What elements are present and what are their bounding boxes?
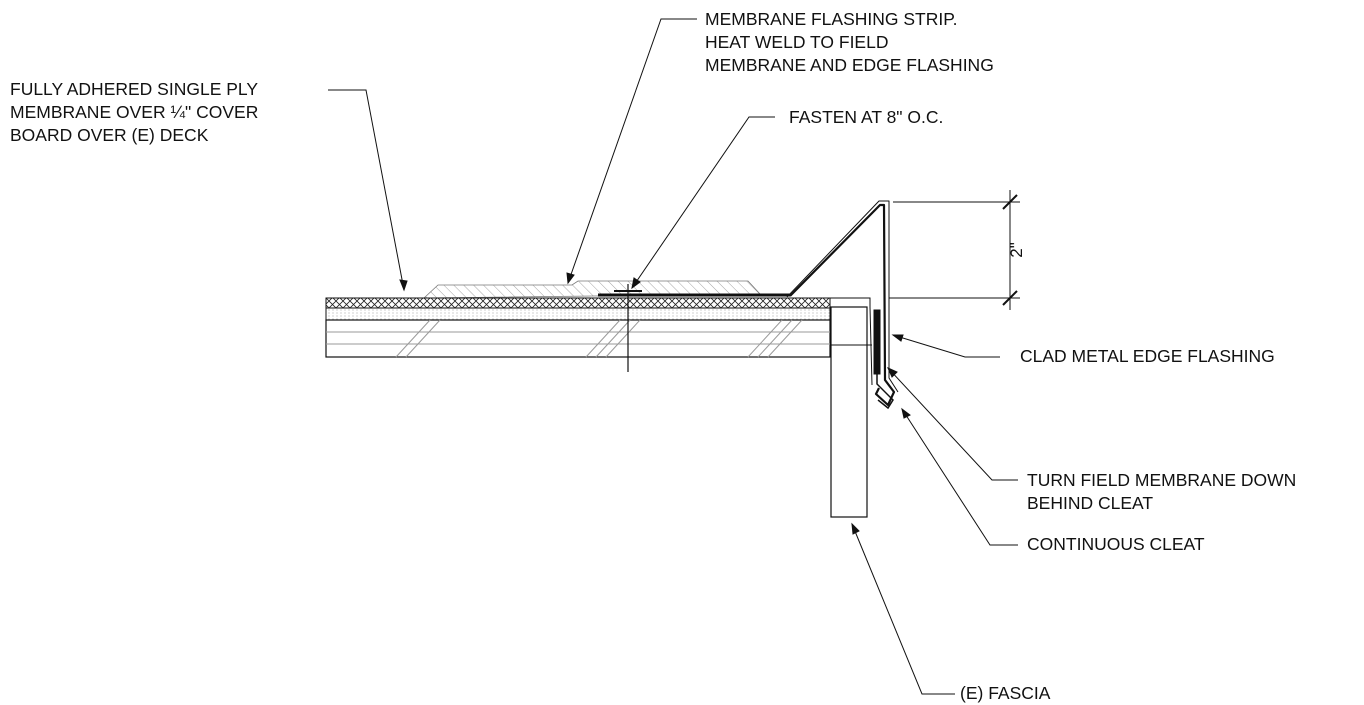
label-field-membrane: FULLY ADHERED SINGLE PLY MEMBRANE OVER ¼… [10, 78, 258, 147]
label-line: CONTINUOUS CLEAT [1027, 534, 1205, 554]
field-membrane-layer [325, 297, 831, 309]
continuous-cleat [873, 309, 894, 410]
fastener [614, 284, 642, 372]
label-line: BEHIND CLEAT [1027, 493, 1154, 513]
label-line: TURN FIELD MEMBRANE DOWN [1027, 470, 1297, 490]
label-fascia: (E) FASCIA [960, 682, 1050, 705]
deck-grain-marks [395, 319, 803, 358]
roof-deck-assembly [325, 280, 831, 372]
leader-fascia [851, 523, 955, 695]
dimension-label: 2" [1007, 242, 1026, 258]
leader-field-membrane [328, 89, 405, 291]
label-line: MEMBRANE AND EDGE FLASHING [705, 55, 994, 75]
label-line: CLAD METAL EDGE FLASHING [1020, 346, 1275, 366]
label-line: (E) FASCIA [960, 683, 1051, 703]
dimension-2in [889, 190, 1020, 310]
leader-edge-flashing [892, 334, 1000, 358]
leader-fasten [631, 116, 775, 289]
label-line: BOARD OVER (E) DECK [10, 125, 209, 145]
leader-turn-membrane [887, 367, 1018, 481]
label-line: FASTEN AT 8" O.C. [789, 107, 944, 127]
leader-flashing-strip [567, 18, 697, 284]
label-line: FULLY ADHERED SINGLE PLY [10, 79, 259, 99]
label-flashing-strip: MEMBRANE FLASHING STRIP. HEAT WELD TO FI… [705, 8, 994, 77]
cover-board-layer [325, 307, 831, 321]
fascia-board [830, 306, 868, 518]
label-fasten: FASTEN AT 8" O.C. [789, 106, 943, 129]
leader-cleat [901, 408, 1018, 546]
existing-deck [325, 319, 831, 358]
label-cleat: CONTINUOUS CLEAT [1027, 533, 1205, 556]
label-line: HEAT WELD TO FIELD [705, 32, 889, 52]
label-edge-flashing: CLAD METAL EDGE FLASHING [1020, 345, 1275, 368]
field-membrane-turn-down [830, 297, 873, 386]
label-line: MEMBRANE FLASHING STRIP. [705, 9, 958, 29]
label-turn-membrane: TURN FIELD MEMBRANE DOWN BEHIND CLEAT [1027, 469, 1296, 515]
metal-edge-flashing [789, 203, 896, 407]
leader-lines [328, 18, 1018, 695]
label-line: MEMBRANE OVER ¼" COVER [10, 102, 259, 122]
